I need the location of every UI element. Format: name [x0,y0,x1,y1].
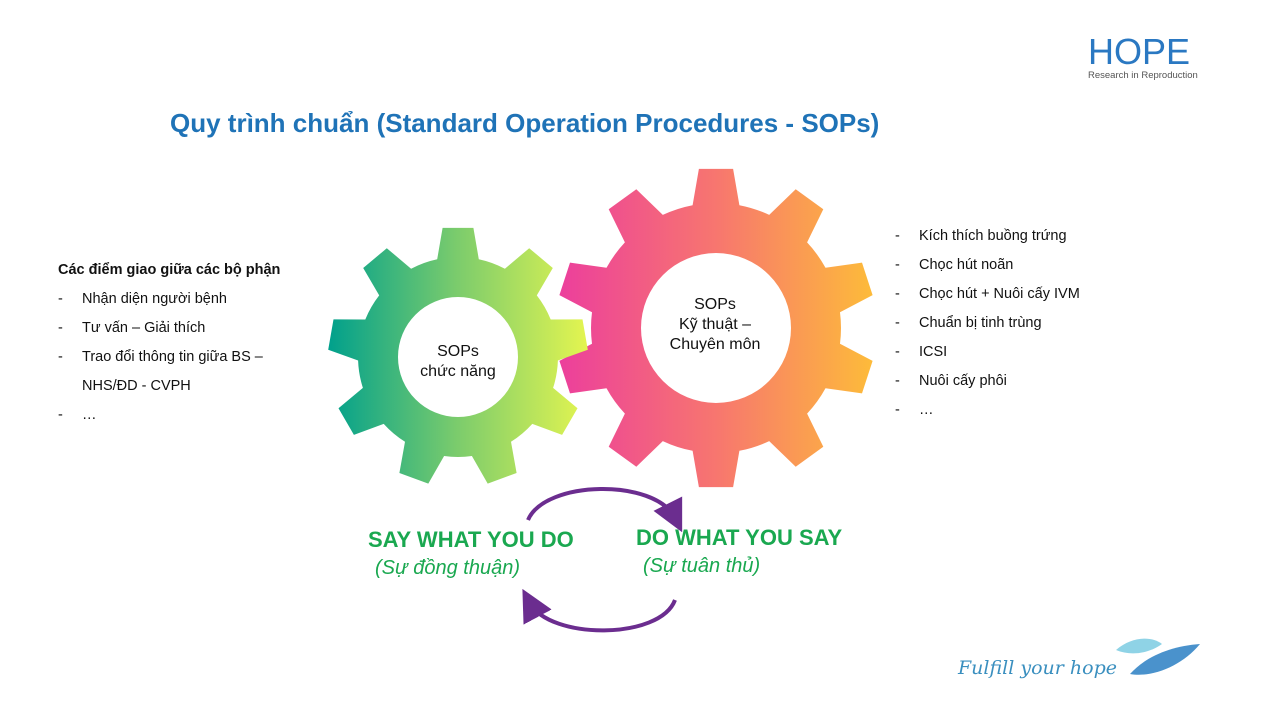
list-item-text: Tư vấn – Giải thích [82,320,206,336]
list-item-text: Trao đổi thông tin giữa BS – [82,349,263,365]
small-gear-line1: SOPs [437,343,479,360]
small-gear-line2: chức năng [420,363,496,380]
list-item: -Nuôi cấy phôi [895,373,1007,389]
list-item: -ICSI [895,344,948,360]
large-gear-line1: SOPs [694,296,736,313]
list-item-text: Nuôi cấy phôi [919,373,1007,389]
do-what-you-say: DO WHAT YOU SAY [636,525,843,550]
interface-points-list: Các điểm giao giữa các bộ phận -Nhận diệ… [58,262,280,436]
list-item: -Chọc hút + Nuôi cấy IVM [895,286,1080,302]
list-item: -Chọc hút noãn [895,257,1014,273]
interface-points-heading: Các điểm giao giữa các bộ phận [58,262,281,278]
hope-logo: HOPE Research in Reproduction [1088,31,1203,82]
list-item-text: ICSI [919,344,948,360]
page-title: Quy trình chuẩn (Standard Operation Proc… [170,108,880,138]
logo-subtitle: Research in Reproduction [1088,70,1198,81]
top-cycle-arrow [526,487,683,533]
leaf-logo-icon [1116,638,1200,675]
large-gear [559,168,873,488]
list-item-text: Chuẩn bị tinh trùng [919,315,1042,331]
list-item: NHS/ĐD - CVPH [58,378,280,407]
list-item-text: Kích thích buồng trứng [919,228,1067,244]
logo-word: HOPE [1088,31,1191,72]
technical-procedures-list: -Kích thích buồng trứng -Chọc hút noãn -… [895,228,1080,431]
large-gear-line2: Kỹ thuật – [678,316,752,333]
say-what-you-do: SAY WHAT YOU DO [368,527,574,552]
bottom-cycle-arrow [522,588,677,633]
compliance-label: (Sự tuân thủ) [643,555,761,577]
list-item-text: Nhận diện người bệnh [82,291,227,307]
list-item-text: … [82,407,97,423]
list-item-text: Chọc hút + Nuôi cấy IVM [919,286,1080,302]
large-gear-line3: Chuyên môn [669,336,761,353]
list-item: -Tư vấn – Giải thích [58,320,206,336]
list-item-text: Chọc hút noãn [919,257,1014,273]
list-item: -… [895,402,934,418]
tagline: Fulfill your hope [958,657,1117,679]
small-gear-label: SOPs chức năng [398,342,518,382]
list-item: -Chuẩn bị tinh trùng [895,315,1042,331]
list-item: -Trao đổi thông tin giữa BS – [58,349,263,365]
consensus-label: (Sự đồng thuận) [375,557,520,579]
list-item-text: … [919,402,934,418]
small-gear [328,227,588,484]
list-item: -… [58,407,97,423]
list-item-text: NHS/ĐD - CVPH [82,378,191,394]
list-item: -Nhận diện người bệnh [58,291,227,307]
list-item: -Kích thích buồng trứng [895,228,1067,244]
large-gear-label: SOPs Kỹ thuật – Chuyên môn [650,295,780,355]
